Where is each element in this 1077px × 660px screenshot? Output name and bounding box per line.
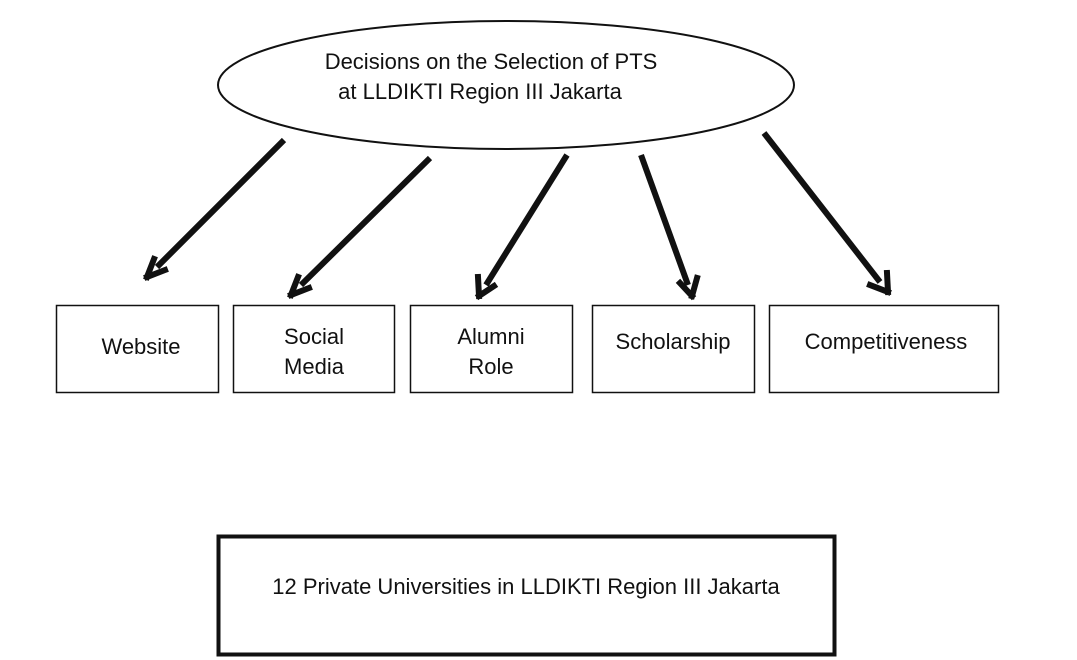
root-ellipse [217,20,795,150]
arrow-to-scholarship [638,153,701,301]
arrow-to-competitiveness [761,131,892,296]
arrow-to-website [143,137,287,281]
factor-competitiveness-box [768,304,1000,394]
factor-social-media-label-line-1: Social [284,324,344,349]
factor-competitiveness: Competitiveness [768,304,1000,394]
factor-social-media-box [232,304,396,394]
factor-alumni-role-label-line-2: Role [468,354,513,379]
factor-social-media-label-line-2: Media [284,354,345,379]
factor-competitiveness-label: Competitiveness [805,329,968,354]
arrow-to-alumni-role [474,153,570,301]
factor-website-box [55,304,220,394]
factor-scholarship-box [591,304,756,394]
factor-alumni-role: Alumni Role [409,304,574,394]
population-node: 12 Private Universities in LLDIKTI Regio… [216,534,837,657]
factor-website-label: Website [101,334,180,359]
arrows [143,131,892,301]
factor-alumni-role-box [409,304,574,394]
root-node: Decisions on the Selection of PTS at LLD… [217,20,795,150]
factor-scholarship-label: Scholarship [616,329,731,354]
factor-website: Website [55,304,220,394]
population-label: 12 Private Universities in LLDIKTI Regio… [272,574,780,599]
factor-alumni-role-label-line-1: Alumni [457,324,524,349]
root-label-line-2: at LLDIKTI Region III Jakarta [338,79,622,104]
factor-social-media: Social Media [232,304,396,394]
arrow-to-social-media [287,155,433,299]
root-label-line-1: Decisions on the Selection of PTS [325,49,658,74]
population-box [216,534,837,657]
factor-scholarship: Scholarship [591,304,756,394]
